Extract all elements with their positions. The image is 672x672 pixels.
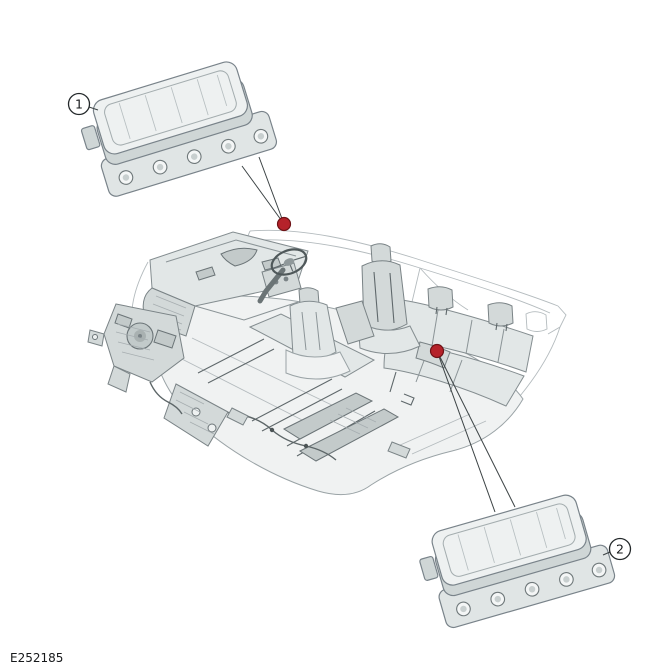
module-1-leader-lines — [241, 156, 285, 225]
install-location-marker-1 — [276, 216, 292, 232]
driver-seat-cushion — [285, 349, 351, 380]
instrument-cluster-hood — [220, 247, 258, 267]
harness-connector — [303, 443, 309, 449]
floor-grommet — [191, 407, 201, 417]
floor-hatching — [175, 391, 377, 435]
passenger-seat-seams — [373, 271, 395, 324]
figure-reference-code: E252185 — [10, 651, 63, 665]
callout-1-leader — [88, 106, 99, 111]
rear-headrest — [427, 286, 454, 311]
cluster-wiring — [149, 381, 183, 415]
passenger-seat-cushion — [357, 321, 421, 354]
harness-connector — [269, 427, 275, 433]
headrest-posts — [435, 306, 508, 332]
rear-headrest — [487, 302, 514, 327]
seat-rail-sled — [282, 392, 374, 440]
cluster-hatching — [115, 323, 155, 361]
floor-bracket — [226, 407, 411, 459]
far-side-headrest — [525, 311, 548, 332]
callout-1-circle — [67, 92, 91, 116]
steering-column — [257, 267, 286, 304]
cluster-boxes — [114, 313, 177, 349]
callout-2-circle — [608, 537, 632, 561]
rear-seat-frame — [389, 371, 415, 406]
callout-1: 1 — [67, 92, 99, 116]
callout-2-leader — [602, 551, 611, 556]
rear-bench-seat — [383, 286, 548, 407]
pedal-hvac-cluster — [87, 303, 185, 415]
brake-booster-center — [138, 334, 142, 338]
bracket-hole — [92, 334, 98, 340]
floor-cross-members — [175, 337, 487, 455]
module-2-illustration — [412, 487, 617, 633]
steering-wheel-rim — [270, 248, 308, 276]
steering-wheel — [257, 248, 308, 304]
callout-2-label: 2 — [616, 542, 624, 557]
steering-wheel-hub — [283, 258, 295, 266]
center-console — [335, 300, 375, 345]
seat-rail-sled — [298, 408, 400, 462]
callout-2: 2 — [602, 537, 632, 561]
steering-wheel-spokes — [273, 256, 306, 272]
floor-grommet — [207, 423, 217, 433]
module-2-leader-lines — [436, 350, 516, 513]
driver-seat — [285, 287, 351, 380]
install-location-marker-2 — [429, 343, 445, 359]
dash-hatching — [151, 295, 187, 331]
rear-seat-back-seams — [431, 309, 505, 363]
dash-lines — [165, 239, 299, 321]
vehicle-interior-illustration — [87, 229, 567, 496]
cluster-brackets — [87, 329, 131, 393]
module-1-illustration — [73, 53, 279, 202]
callout-1-label: 1 — [75, 97, 83, 112]
stack-knob — [283, 276, 289, 282]
front-passenger-seat — [357, 243, 421, 354]
driver-seat-seams — [301, 311, 321, 351]
